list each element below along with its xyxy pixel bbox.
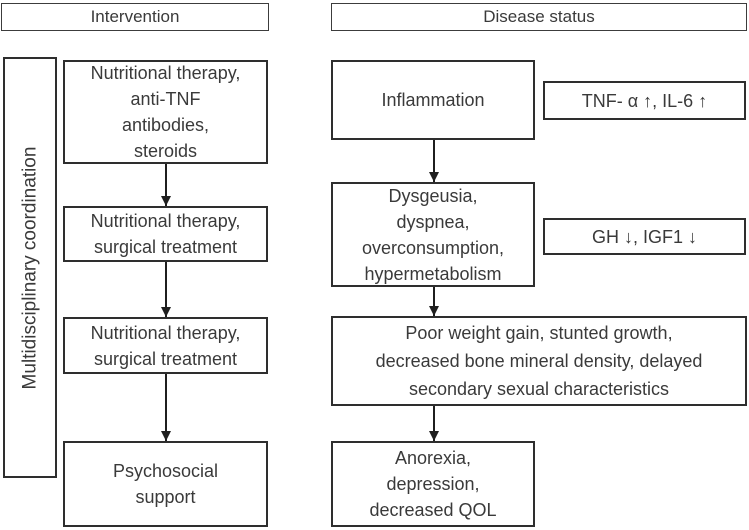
biomarker-box-gh-igf1-label: GH ↓, IGF1 ↓ — [591, 226, 697, 247]
down-arrow-intervention-3 — [161, 374, 171, 441]
down-arrow-intervention-1 — [161, 164, 171, 206]
intervention-box-psychosocial-label: Psychosocial support — [112, 461, 219, 507]
intervention-box-therapy-antitnf-label: Nutritional therapy, anti-TNF antibodies… — [90, 63, 241, 161]
down-arrow-disease-3 — [429, 406, 439, 441]
disease-status-header-label: Disease status — [483, 7, 595, 26]
down-arrow-disease-2 — [429, 287, 439, 316]
disease-box-symptoms: Dysgeusia, dyspnea, overconsumption, hyp… — [331, 182, 535, 287]
disease-box-growth-label: Poor weight gain, stunted growth, decrea… — [375, 323, 703, 399]
down-arrow-intervention-2 — [161, 262, 171, 317]
intervention-box-surgical-1: Nutritional therapy, surgical treatment — [63, 206, 268, 262]
biomarker-box-gh-igf1: GH ↓, IGF1 ↓ — [543, 218, 746, 255]
intervention-box-psychosocial: Psychosocial support — [63, 441, 268, 527]
intervention-box-surgical-2: Nutritional therapy, surgical treatment — [63, 317, 268, 374]
disease-box-inflammation-label: Inflammation — [381, 90, 485, 110]
disease-box-symptoms-label: Dysgeusia, dyspnea, overconsumption, hyp… — [361, 185, 505, 284]
disease-box-psych: Anorexia, depression, decreased QOL — [331, 441, 535, 527]
intervention-box-surgical-1-label: Nutritional therapy, surgical treatment — [90, 211, 241, 257]
disease-box-growth: Poor weight gain, stunted growth, decrea… — [331, 316, 747, 406]
multidisciplinary-coordination-label: Multidisciplinary coordination — [19, 146, 41, 389]
intervention-box-surgical-2-label: Nutritional therapy, surgical treatment — [90, 322, 241, 369]
intervention-box-therapy-antitnf: Nutritional therapy, anti-TNF antibodies… — [63, 60, 268, 164]
intervention-header: Intervention — [1, 3, 269, 31]
biomarker-box-tnf-il6: TNF- α ↑, IL-6 ↑ — [543, 81, 746, 120]
intervention-header-label: Intervention — [90, 7, 180, 26]
disease-box-inflammation: Inflammation — [331, 60, 535, 140]
disease-status-header: Disease status — [331, 3, 747, 31]
multidisciplinary-coordination-box: Multidisciplinary coordination — [3, 57, 57, 478]
disease-box-psych-label: Anorexia, depression, decreased QOL — [369, 448, 497, 520]
down-arrow-disease-1 — [429, 140, 439, 182]
biomarker-box-tnf-il6-label: TNF- α ↑, IL-6 ↑ — [581, 90, 708, 111]
